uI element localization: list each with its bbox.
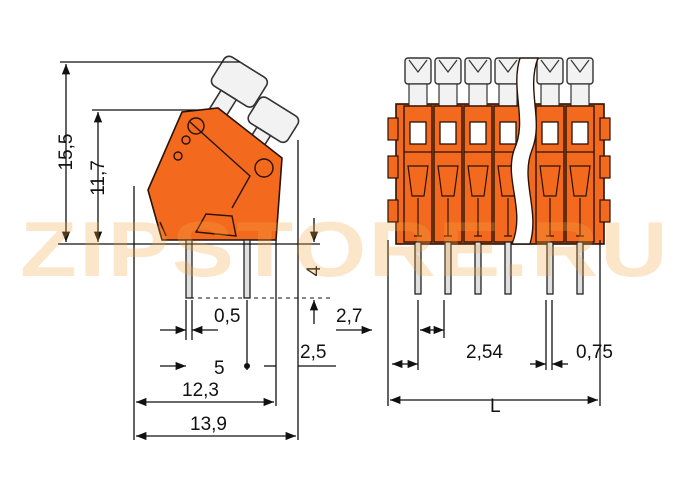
dim-length-L: L xyxy=(490,396,501,417)
wire-entry xyxy=(571,121,589,145)
wire-entry xyxy=(499,121,517,145)
dim-pin-length: 4 xyxy=(304,265,325,276)
front-pin xyxy=(576,241,584,295)
lever-stem xyxy=(540,83,560,107)
terminal-module xyxy=(535,57,565,295)
lever-stem xyxy=(570,83,590,107)
pin-center-dot xyxy=(244,363,250,369)
housing-side-bump xyxy=(387,155,399,179)
side-view: 15,5 11,7 4 0,5 5 2,5 12,3 13,9 xyxy=(56,55,336,441)
lever xyxy=(536,57,564,85)
housing-side-bump xyxy=(387,117,399,141)
front-pin xyxy=(474,241,482,295)
terminal-module xyxy=(433,57,463,295)
dim-offset-2-5: 2,5 xyxy=(300,342,326,363)
wire-entry xyxy=(409,121,427,145)
lever-stem xyxy=(438,83,458,107)
housing-side-bump xyxy=(599,199,611,223)
wire-entry xyxy=(541,121,559,145)
dim-pin-0-75: 0,75 xyxy=(576,342,613,363)
dim-offset-2-7: 2,7 xyxy=(336,306,362,327)
terminal-module xyxy=(565,57,595,295)
side-pin xyxy=(185,239,193,299)
watermark-text: ZIPSTORE.RU xyxy=(20,205,670,293)
dim-width-13-9: 13,9 xyxy=(190,414,227,435)
housing-side-bump xyxy=(387,199,399,223)
dim-height-total: 15,5 xyxy=(56,134,77,171)
break-line xyxy=(510,57,540,245)
dim-width-12-3: 12,3 xyxy=(182,380,219,401)
front-view: 2,7 2,54 0,75 L xyxy=(336,57,613,417)
terminal-module xyxy=(463,57,493,295)
dim-pitch-5: 5 xyxy=(214,358,225,379)
housing-side-bump xyxy=(599,117,611,141)
lever xyxy=(566,57,594,85)
wire-entry xyxy=(439,121,457,145)
housing-side-bump xyxy=(599,155,611,179)
dim-height-body: 11,7 xyxy=(88,160,109,196)
terminal-module xyxy=(403,57,433,295)
dim-pitch-2-54: 2,54 xyxy=(466,342,503,363)
lever-stem xyxy=(498,83,518,107)
lever-stem xyxy=(468,83,488,107)
front-pin xyxy=(444,241,452,295)
lever-stem xyxy=(408,83,428,107)
front-pin xyxy=(504,241,512,295)
front-pin xyxy=(546,241,554,295)
dim-pin-width: 0,5 xyxy=(214,306,240,327)
front-pin xyxy=(414,241,422,295)
wire-entry xyxy=(469,121,487,145)
